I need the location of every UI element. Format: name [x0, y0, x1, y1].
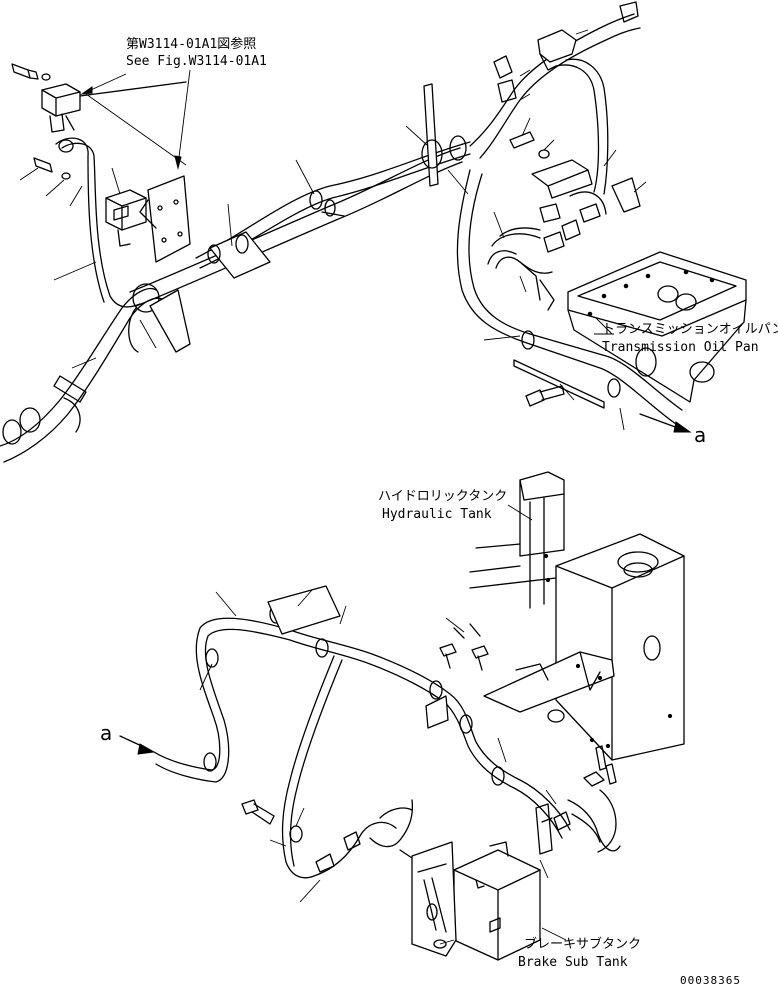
bolt-right-center [509, 117, 555, 159]
transmission-oil-pan [567, 251, 747, 403]
connector-arrow-upper [639, 413, 692, 433]
brake-sub-tank-label-jp: ブレーキサブタンク [524, 936, 641, 952]
harness-main-left [0, 287, 165, 463]
bolt-lower-left [241, 799, 275, 825]
brake-sub-tank [411, 841, 541, 961]
connector-a-upper: a [694, 423, 706, 447]
tube-clamps [207, 159, 345, 264]
hydraulic-tank [469, 471, 685, 761]
clamps-lower-right [483, 330, 625, 431]
label-leaders [507, 333, 614, 941]
connector-arrow-lower [119, 735, 156, 755]
clips-top-middle [493, 55, 531, 103]
drawing-number: 00038365 [680, 974, 741, 987]
relay-box-left [105, 167, 147, 247]
clip-block-upper-left [41, 81, 187, 166]
tag-bracket [209, 203, 271, 279]
bolt-top-left [11, 63, 51, 81]
harness-lower-loop [153, 585, 571, 839]
connector-a-lower: a [100, 721, 112, 745]
upper-center-bracket [405, 83, 469, 195]
connector-cluster-right [491, 149, 647, 253]
hydraulic-tank-label-jp: ハイドロリックタンク [378, 489, 507, 504]
junction-bracket [128, 283, 191, 353]
see-fig-label-jp: 第W3114-01A1図参照 [126, 36, 256, 52]
leader-see-fig [80, 69, 191, 170]
sensors-right [535, 745, 621, 879]
brake-sub-tank-label-en: Brake Sub Tank [518, 955, 628, 970]
bolt-left-row2 [19, 157, 83, 207]
connector-upper-right [537, 29, 609, 195]
transmission-oil-pan-label-jp: トランスミッションオイルパン [602, 322, 778, 337]
see-fig-label-en: See Fig.W3114-01A1 [126, 54, 267, 69]
harness-upper-left [53, 137, 141, 308]
bolts-bracket [439, 617, 489, 671]
transmission-oil-pan-label-en: Transmission Oil Pan [602, 340, 759, 355]
harness-upper-right [469, 1, 641, 159]
bolt-lower-right [525, 385, 565, 407]
tank-bracket-plate [483, 651, 615, 723]
harness-right-loop [456, 169, 683, 425]
mounting-plate [139, 175, 191, 263]
hydraulic-tank-label-en: Hydraulic Tank [382, 507, 492, 522]
